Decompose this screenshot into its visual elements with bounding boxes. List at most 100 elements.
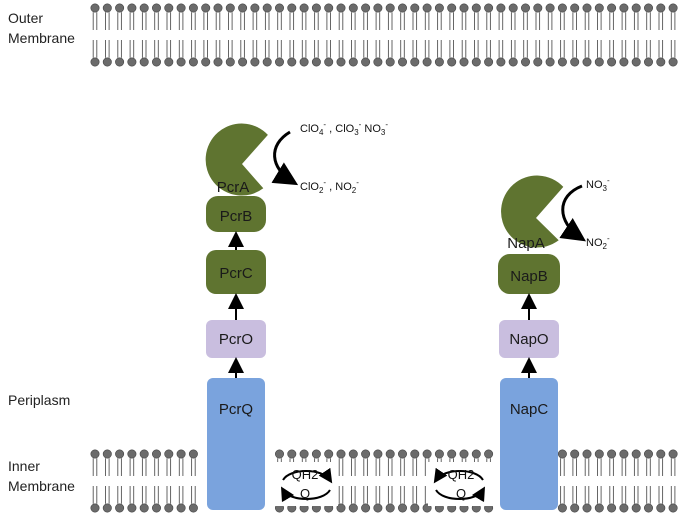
clo4-ion: ClO4-: [300, 120, 326, 137]
lipid-head: [422, 449, 432, 459]
lipid-head: [447, 3, 457, 13]
lipid-head: [545, 57, 555, 67]
pcr-complex: PcrQ PcrO PcrC PcrB PcrA ClO4- , ClO3- N…: [205, 120, 388, 510]
lipid-head: [471, 3, 481, 13]
pcro-protein: [206, 320, 266, 358]
lipid-head: [336, 449, 346, 459]
lipid-head: [102, 3, 112, 13]
lipid-head: [668, 503, 678, 513]
q-label: Q: [300, 486, 310, 501]
lipid-head: [336, 3, 346, 13]
lipid-head: [361, 503, 371, 513]
lipid-head: [139, 503, 149, 513]
lipid-head: [274, 57, 284, 67]
lipid-head: [656, 3, 666, 13]
lipid-head: [471, 57, 481, 67]
inner-membrane-label-line1: Inner: [8, 458, 40, 474]
lipid-head: [127, 3, 137, 13]
lipid-head: [631, 503, 641, 513]
napo-label: NapO: [509, 331, 548, 348]
lipid-head: [557, 3, 567, 13]
lipid-head: [90, 503, 100, 513]
lipid-head: [385, 503, 395, 513]
lipid-head: [127, 449, 137, 459]
lipid-head: [570, 449, 580, 459]
lipid-head: [262, 3, 272, 13]
napb-protein: [498, 254, 560, 294]
lipid-head: [631, 57, 641, 67]
lipid-head: [176, 3, 186, 13]
lipid-head: [619, 503, 629, 513]
lipid-head: [557, 449, 567, 459]
quinone-cycle-arrow-bottom: [280, 486, 331, 503]
lipid-head: [594, 3, 604, 13]
lipid-head: [484, 57, 494, 67]
lipid-head: [668, 3, 678, 13]
lipid-head: [496, 57, 506, 67]
nap-product: NO2-: [586, 234, 610, 251]
qh2-label: QH2: [448, 467, 475, 482]
lipid-head: [176, 449, 186, 459]
lipid-head: [643, 449, 653, 459]
lipid-head: [115, 449, 125, 459]
lipid-head: [520, 57, 530, 67]
lipid-head: [397, 3, 407, 13]
no2-ion: NO2-: [335, 178, 359, 195]
lipid-head: [373, 449, 383, 459]
napc-protein: [500, 378, 558, 510]
lipid-head: [348, 503, 358, 513]
lipid-head: [545, 3, 555, 13]
lipid-head: [225, 3, 235, 13]
lipid-head: [594, 57, 604, 67]
lipid-head: [656, 57, 666, 67]
lipid-head: [570, 503, 580, 513]
quinone-cycle-arrow-top: [433, 467, 484, 484]
lipid-head: [397, 503, 407, 513]
lipid-head: [619, 449, 629, 459]
lipid-head: [336, 503, 346, 513]
lipid-head: [250, 57, 260, 67]
lipid-head: [459, 3, 469, 13]
pcrq-label: PcrQ: [219, 401, 253, 418]
lipid-head: [459, 449, 469, 459]
lipid-head: [176, 57, 186, 67]
lipid-head: [238, 57, 248, 67]
pcra-protein: [205, 123, 268, 196]
lipid-head: [643, 503, 653, 513]
lipid-head: [422, 3, 432, 13]
lipid-head: [508, 57, 518, 67]
lipid-head: [643, 57, 653, 67]
pcrc-protein: [206, 250, 266, 294]
lipid-head: [607, 3, 617, 13]
lipid-head: [631, 3, 641, 13]
lipid-head: [643, 3, 653, 13]
lipid-head: [557, 57, 567, 67]
pcra-label: PcrA: [217, 179, 250, 196]
lipid-head: [311, 3, 321, 13]
lipid-head: [361, 3, 371, 13]
lipid-head: [348, 57, 358, 67]
quinone-cycle-nap: QH2 Q: [428, 462, 494, 506]
lipid-head: [594, 449, 604, 459]
lipid-head: [348, 3, 358, 13]
lipid-head: [631, 449, 641, 459]
lipid-head: [188, 503, 198, 513]
lipid-head: [582, 57, 592, 67]
lipid-head: [139, 449, 149, 459]
lipid-head: [152, 449, 162, 459]
lipid-head: [619, 57, 629, 67]
lipid-head: [582, 3, 592, 13]
napc-label: NapC: [510, 401, 549, 418]
lipid-head: [299, 449, 309, 459]
napa-label: NapA: [507, 235, 545, 252]
nap-complex: NapC NapO NapB NapA NO3- NO2-: [498, 175, 610, 510]
lipid-head: [582, 503, 592, 513]
lipid-head: [213, 57, 223, 67]
lipid-head: [225, 57, 235, 67]
lipid-head: [324, 3, 334, 13]
lipid-head: [238, 3, 248, 13]
lipid-head: [447, 449, 457, 459]
lipid-head: [287, 57, 297, 67]
lipid-head: [152, 57, 162, 67]
lipid-head: [447, 57, 457, 67]
